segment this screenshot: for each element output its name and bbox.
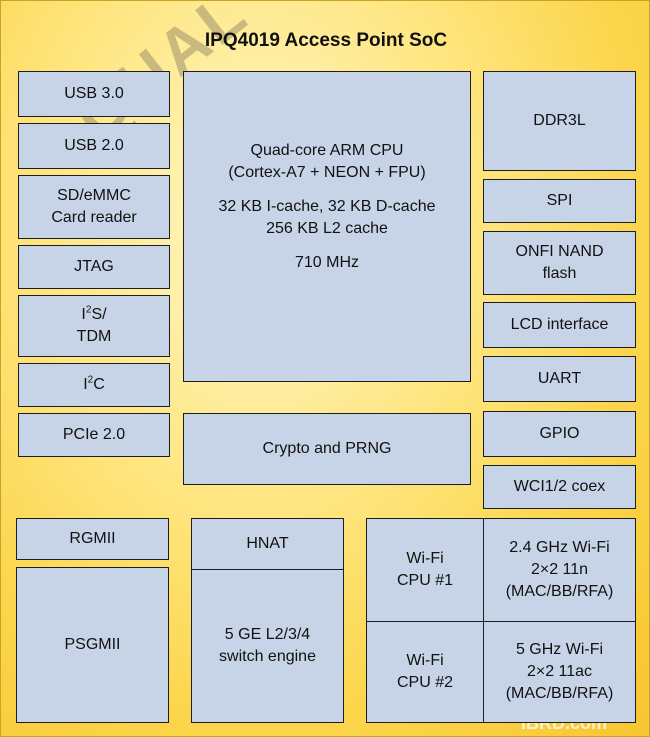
- cpu-label-line5: 710 MHz: [294, 253, 360, 271]
- jtag-label: JTAG: [74, 258, 114, 275]
- cpu-label-line2: (Cortex-A7 + NEON + FPU): [228, 163, 426, 181]
- wci-label: WCI1/2 coex: [513, 478, 606, 495]
- usb3-label: USB 3.0: [64, 85, 124, 102]
- wifi24-label-line2: 2×2 11n: [530, 561, 589, 578]
- cpu-block: Quad-core ARM CPU (Cortex-A7 + NEON + FP…: [183, 71, 471, 382]
- nand-block: ONFI NAND flash: [483, 231, 636, 295]
- rgmii-block: RGMII: [16, 518, 169, 560]
- wifi5-label-line2: 2×2 11ac: [526, 663, 593, 680]
- gpio-block: GPIO: [483, 411, 636, 457]
- usb2-block: USB 2.0: [18, 123, 170, 169]
- diagram-title: IPQ4019 Access Point SoC: [204, 30, 448, 51]
- wifi-24ghz-block: 2.4 GHz Wi-Fi 2×2 11n (MAC/BB/RFA): [483, 518, 636, 622]
- switch-label-line2: switch engine: [219, 648, 316, 665]
- switch-engine-block: 5 GE L2/3/4 switch engine: [191, 569, 344, 723]
- i2s-label-line2: TDM: [76, 328, 112, 345]
- uart-block: UART: [483, 356, 636, 402]
- hnat-label: HNAT: [246, 535, 289, 552]
- usb2-label: USB 2.0: [64, 137, 124, 154]
- ddr3l-label: DDR3L: [533, 112, 586, 129]
- crypto-block: Crypto and PRNG: [183, 413, 471, 485]
- wifi5-label-line3: (MAC/BB/RFA): [505, 685, 614, 702]
- wci-coex-block: WCI1/2 coex: [483, 465, 636, 509]
- wifi5-label-line1: 5 GHz Wi-Fi: [515, 641, 604, 658]
- wifi-cpu2-block: Wi-Fi CPU #2: [366, 621, 484, 723]
- i2c-label: I2C: [83, 374, 105, 393]
- gpio-label: GPIO: [539, 425, 580, 442]
- wifi-cpu2-label-line2: CPU #2: [396, 674, 454, 691]
- i2c-block: I2C: [18, 363, 170, 407]
- wifi-cpu1-label-line1: Wi-Fi: [406, 550, 444, 567]
- usb3-block: USB 3.0: [18, 71, 170, 117]
- nand-label-line1: ONFI NAND: [515, 243, 604, 260]
- nand-label-line2: flash: [542, 265, 577, 282]
- crypto-label: Crypto and PRNG: [262, 440, 392, 457]
- switch-label-line1: 5 GE L2/3/4: [224, 626, 311, 643]
- sd-emmc-block: SD/eMMC Card reader: [18, 175, 170, 239]
- spi-block: SPI: [483, 179, 636, 223]
- sd-label-line2: Card reader: [51, 209, 137, 226]
- cpu-label-line4: 256 KB L2 cache: [266, 219, 388, 237]
- i2s-label-line1: I2S/: [81, 304, 107, 323]
- sd-label-line1: SD/eMMC: [57, 187, 131, 204]
- psgmii-label: PSGMII: [64, 636, 121, 653]
- wifi-5ghz-block: 5 GHz Wi-Fi 2×2 11ac (MAC/BB/RFA): [483, 621, 636, 723]
- wifi24-label-line1: 2.4 GHz Wi-Fi: [509, 539, 610, 556]
- uart-label: UART: [537, 370, 582, 387]
- hnat-block: HNAT: [191, 518, 344, 570]
- psgmii-block: PSGMII: [16, 567, 169, 723]
- jtag-block: JTAG: [18, 245, 170, 289]
- pcie-block: PCIe 2.0: [18, 413, 170, 457]
- cpu-label-line1: Quad-core ARM CPU: [250, 141, 404, 159]
- ddr3l-block: DDR3L: [483, 71, 636, 171]
- lcd-label: LCD interface: [510, 316, 609, 333]
- i2s-tdm-block: I2S/ TDM: [18, 295, 170, 357]
- wifi-cpu1-block: Wi-Fi CPU #1: [366, 518, 484, 622]
- wifi24-label-line3: (MAC/BB/RFA): [505, 583, 614, 600]
- wifi-cpu1-label-line2: CPU #1: [396, 572, 454, 589]
- rgmii-label: RGMII: [69, 530, 116, 547]
- wifi-cpu2-label-line1: Wi-Fi: [406, 652, 444, 669]
- spi-label: SPI: [546, 192, 573, 209]
- pcie-label: PCIe 2.0: [62, 426, 126, 443]
- cpu-label-line3: 32 KB I-cache, 32 KB D-cache: [218, 197, 436, 215]
- lcd-block: LCD interface: [483, 302, 636, 348]
